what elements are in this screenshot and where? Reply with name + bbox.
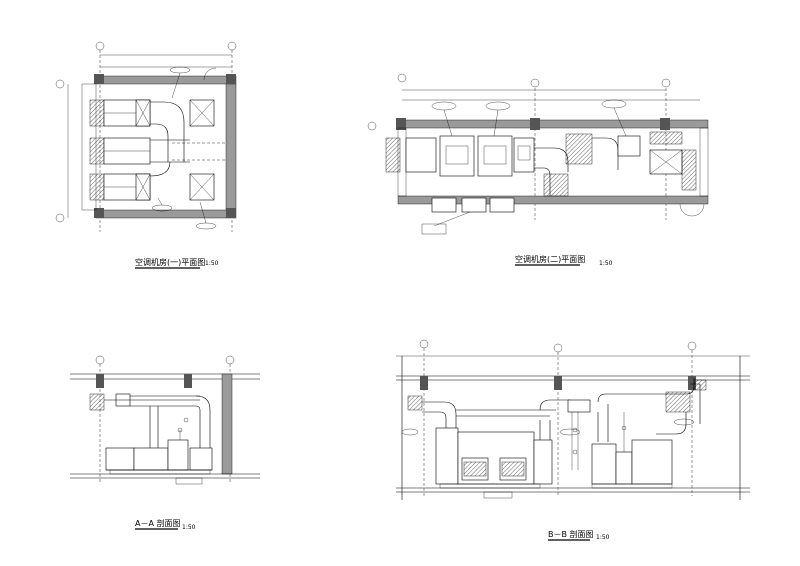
wall [225,83,237,211]
grid-bubble [687,341,697,351]
drawing-scale: 1:50 [205,260,219,267]
louver [565,133,593,165]
fan-coil [567,399,591,413]
air-handling-unit [405,137,437,173]
tag-bubble [601,99,627,109]
duct [534,147,569,172]
grid-bubble [553,343,563,353]
plan-1-drawing: 空调机房(一)平面图 1:50 [55,41,237,269]
plan-2-drawing: 空调机房(二)平面图 1:50 [367,73,709,267]
grid-bubble [55,213,65,223]
drawing-scale: 1:50 [182,524,196,531]
louver [407,395,423,411]
door-swing [203,67,217,81]
duct [195,395,211,450]
tag-bubble [401,428,419,436]
grid-bubble [95,41,105,51]
column [530,118,540,130]
wall [95,75,237,85]
door-swing [679,203,693,217]
air-handling-unit [435,427,459,485]
louver [385,137,401,173]
wall [221,373,233,475]
tag-bubble [485,101,511,111]
fan-coil [617,135,641,157]
drawing-scale: 1:50 [596,534,610,541]
wall [95,209,237,219]
duct [150,101,185,162]
tag-bubble [431,101,457,111]
tag-bubble [673,418,695,426]
grid-bubble [530,78,540,88]
air-handling-unit [477,135,513,177]
air-handling-unit [105,447,135,471]
drawing-title: 空调机房(二)平面图 [515,254,585,264]
grid-bubble [661,78,671,88]
section-a-drawing: A－A 剖面图 1:50 [70,355,260,531]
grid-bubble [227,41,237,51]
column [94,208,104,218]
grid-bubble [225,355,235,365]
air-handling-unit [631,439,673,485]
drawing-title: 空调机房(一)平面图 [135,257,205,267]
tag-bubble [559,428,581,436]
louver [89,393,105,411]
drawing-scale: 1:50 [599,260,613,267]
grid-bubble [419,339,429,349]
grid-bubble [95,355,105,365]
duct [422,401,457,428]
louver [89,99,105,127]
column [226,74,236,84]
louver [665,391,691,413]
pump [431,197,457,213]
column [396,118,406,130]
air-handling-unit [591,443,617,485]
grid-bubble [397,73,407,83]
column [660,118,670,130]
pump [489,197,515,213]
louver [89,137,105,165]
air-handling-unit [439,135,475,177]
tag-bubble [169,66,191,74]
grid-bubble [367,121,377,131]
section-b-drawing: B－B 剖面图 1:50 [396,339,750,541]
tag-bubble [195,222,217,230]
grid-bubble [55,79,65,89]
drawing-title: A－A 剖面图 [135,518,181,528]
louver [89,173,105,201]
pump [461,197,487,213]
drawing-title: B－B 剖面图 [548,529,594,539]
column [226,208,236,218]
column [94,74,104,84]
